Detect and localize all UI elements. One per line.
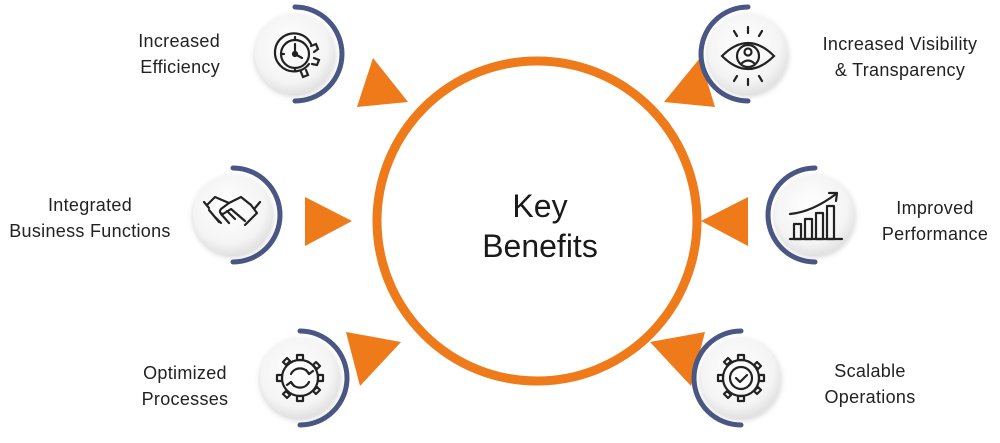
- label-increased-efficiency: Increased Efficiency: [138, 31, 220, 77]
- eye-person-icon: [720, 25, 776, 87]
- badge-visibility: [698, 4, 788, 104]
- badge-integrated: [193, 165, 283, 265]
- center-title-line2: Benefits: [482, 228, 598, 264]
- center-ring: [372, 56, 702, 386]
- badge-performance: [765, 165, 855, 265]
- center-title: Key Benefits: [380, 186, 700, 266]
- pointer-mid-left: [305, 197, 352, 246]
- label-optimized-processes: Optimized Processes: [141, 363, 229, 409]
- center-title-line1: Key: [512, 188, 568, 224]
- pointer-bottom-left: [346, 332, 401, 386]
- label-scalable-operations: Scalable Operations: [824, 361, 916, 407]
- badge-optimized: [260, 328, 350, 428]
- label-integrated-business: Integrated Business Functions: [9, 195, 171, 241]
- pointer-mid-right: [701, 197, 748, 246]
- badge-scalable: [691, 328, 781, 428]
- growth-chart-icon: [788, 191, 844, 241]
- handshake-icon: [202, 195, 262, 227]
- label-increased-visibility: Increased Visibility & Transparency: [822, 34, 978, 80]
- gear-check-icon: [716, 353, 766, 403]
- badge-efficiency: [255, 4, 345, 104]
- pointer-top-right: [664, 58, 715, 107]
- pointer-bottom-right: [650, 332, 705, 386]
- label-improved-performance: Improved Performance: [881, 198, 989, 244]
- clock-gear-icon: [273, 32, 321, 79]
- gear-refresh-icon: [275, 353, 325, 403]
- pointer-top-left: [357, 58, 408, 107]
